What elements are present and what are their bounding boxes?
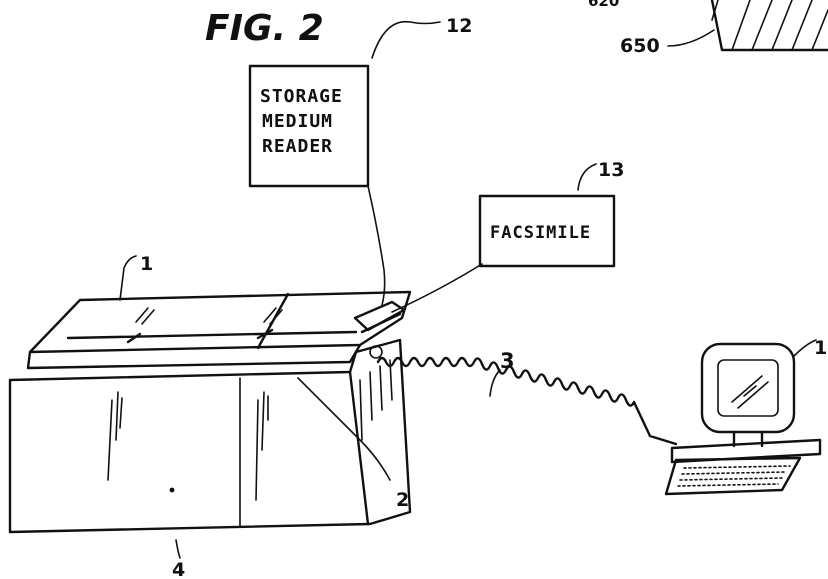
coiled-cable [376, 356, 678, 446]
leader-11 [793, 339, 817, 357]
ref-label-12: 12 [446, 15, 472, 37]
leader-2 [297, 377, 391, 481]
ref-label-620: 620 [588, 0, 619, 10]
copier-lid [26, 290, 412, 370]
facsimile-label: FACSIMILE [490, 223, 591, 243]
storage-medium-reader-box [248, 64, 370, 188]
storage-reader-line2: MEDIUM [262, 111, 333, 132]
leader-1 [119, 255, 137, 301]
partial-figure-corner [710, 0, 828, 52]
computer-base [670, 438, 822, 464]
ref-label-11: 11 [814, 337, 828, 359]
storage-reader-line1: STORAGE [260, 86, 343, 107]
computer-keyboard [664, 456, 802, 496]
leader-3 [489, 369, 501, 397]
computer-monitor [700, 342, 796, 434]
figure-title: FIG. 2 [205, 8, 324, 49]
facsimile-box [478, 194, 616, 268]
storage-reader-line3: READER [262, 136, 333, 157]
ref-label-4: 4 [172, 559, 185, 579]
facsimile-connection-line [391, 263, 483, 313]
ref-label-650: 650 [620, 35, 660, 57]
ref-label-13: 13 [598, 159, 624, 181]
reader-connection-line [367, 185, 386, 306]
copier-body [8, 338, 412, 534]
ref-label-3: 3 [500, 349, 515, 373]
ref-label-1: 1 [140, 253, 153, 275]
computer-terminal [664, 342, 822, 496]
leader-13 [577, 163, 597, 191]
leader-650 [667, 29, 715, 47]
leader-4 [175, 539, 181, 559]
ref-label-2: 2 [396, 489, 409, 511]
leader-12 [371, 20, 441, 59]
